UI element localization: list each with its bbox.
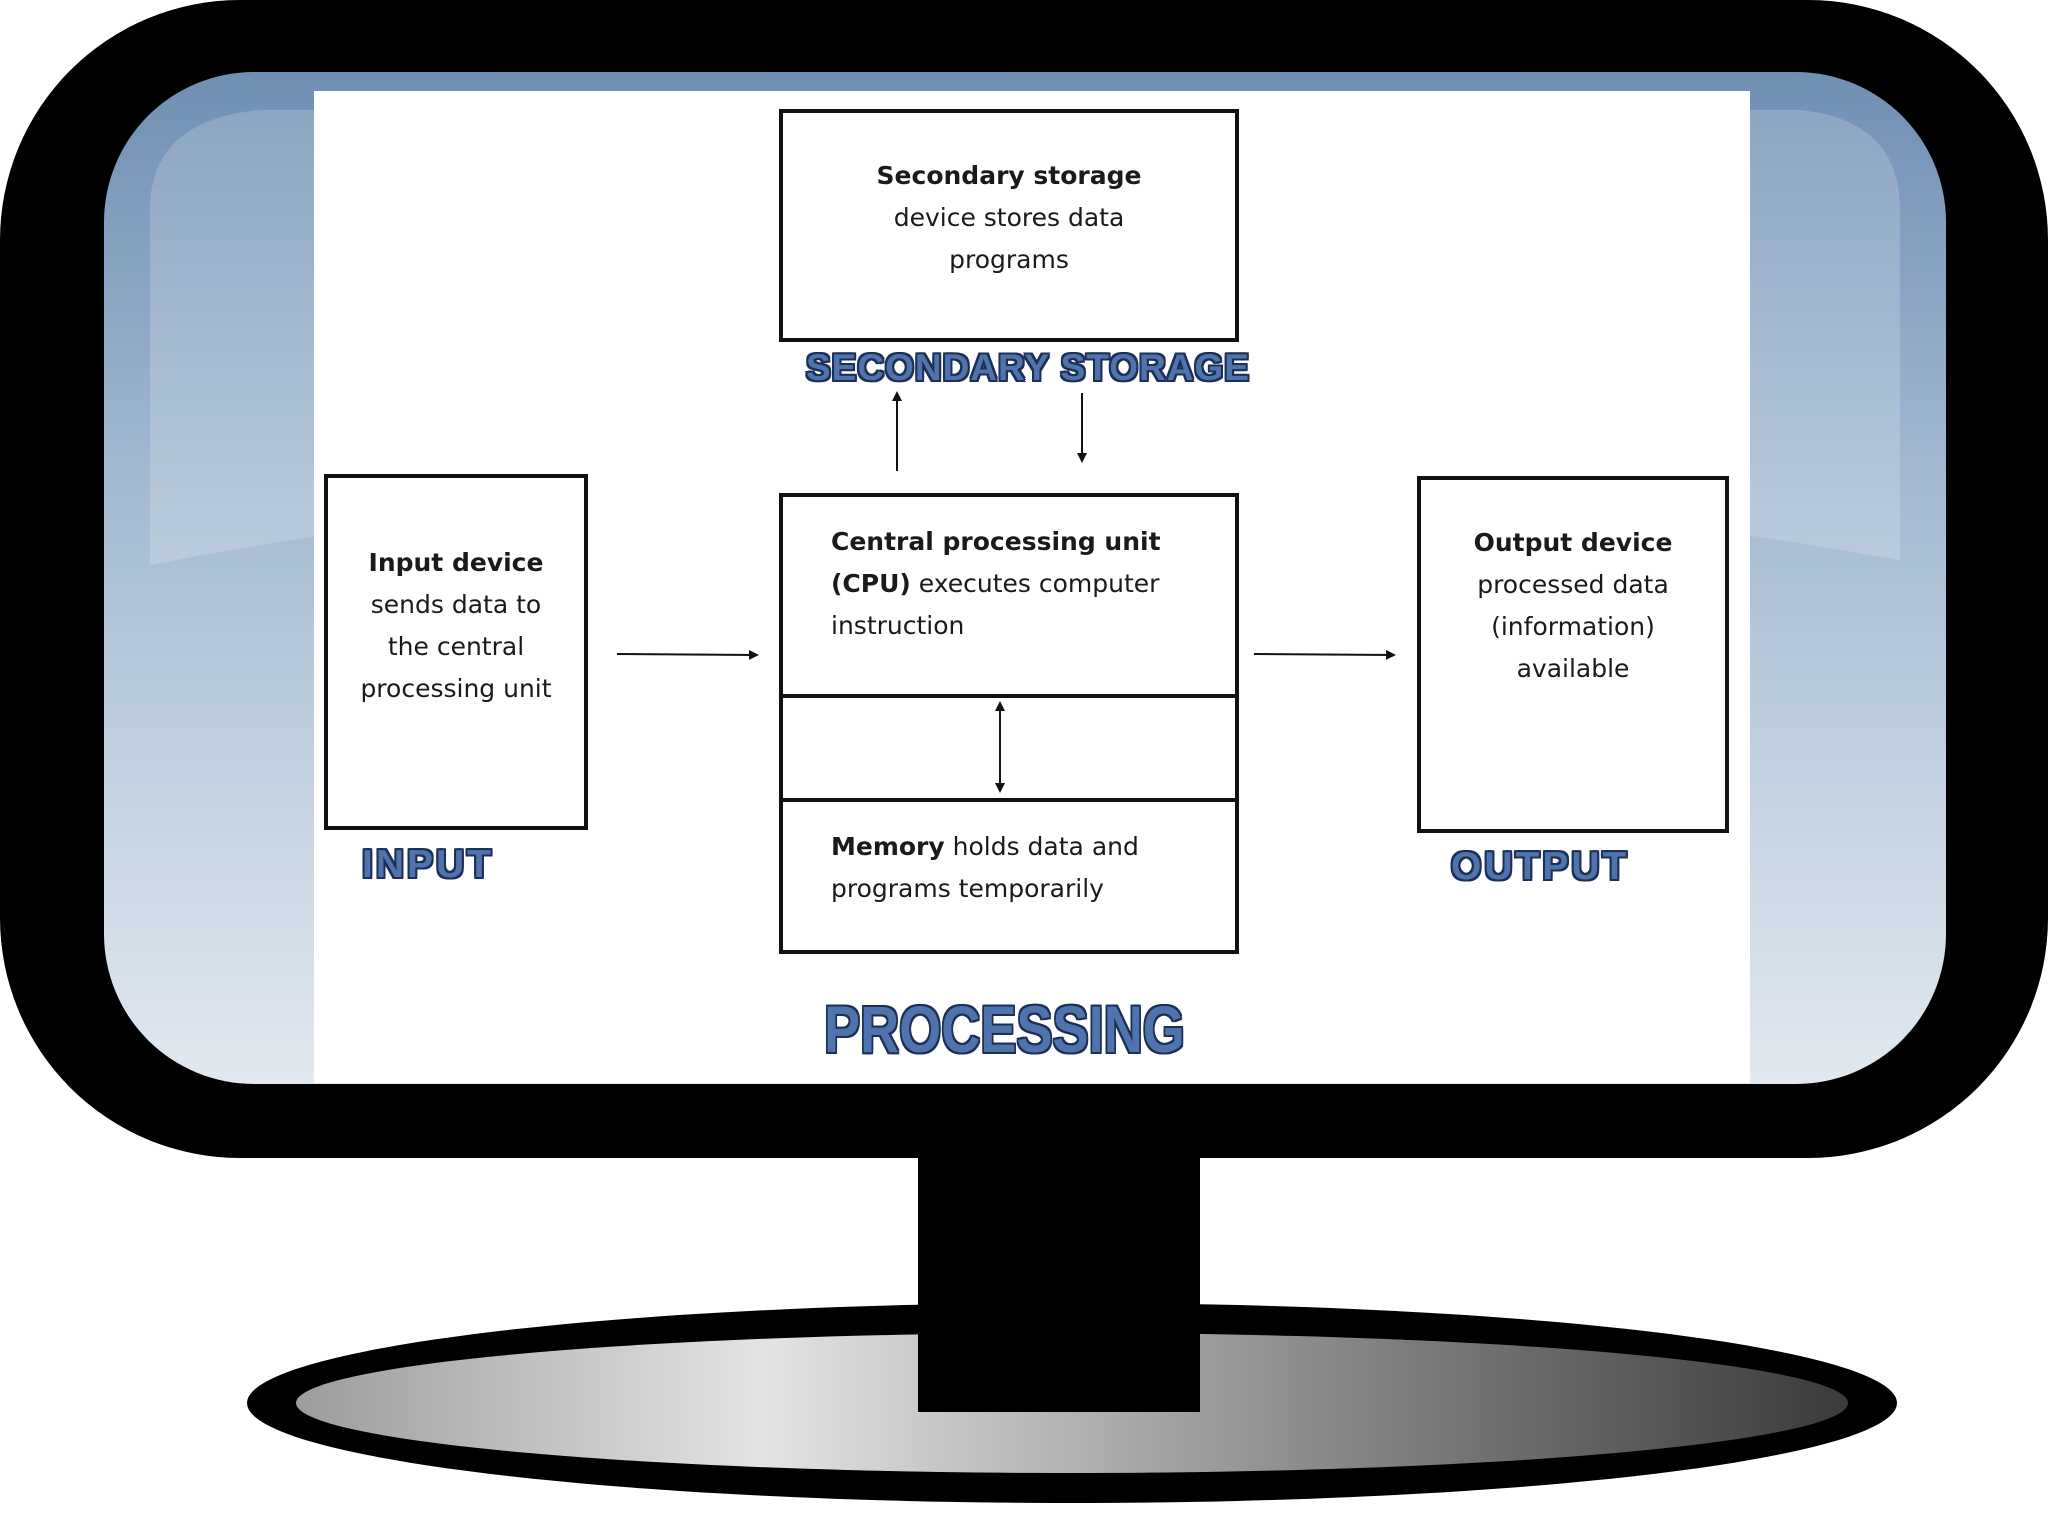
cpu-title: Central processing unit	[831, 527, 1161, 556]
output-device-line1: processed data	[1477, 570, 1669, 599]
monitor-neck	[918, 1140, 1200, 1412]
secondary-storage-label: SECONDARY STORAGE	[806, 347, 1250, 388]
input-label: INPUT	[362, 843, 494, 886]
input-device-box: Input device sends data to the central p…	[324, 474, 588, 830]
arrow-input-to-cpu	[616, 649, 759, 660]
output-device-title: Output device	[1473, 528, 1673, 557]
output-device-line3: available	[1516, 654, 1630, 683]
output-device-line2: (information)	[1491, 612, 1655, 641]
memory-line2: programs temporarily	[831, 874, 1104, 903]
cpu-line1: (CPU) executes computer	[831, 563, 1235, 605]
computer-system-diagram: Secondary storage device stores data pro…	[314, 91, 1750, 1083]
memory-box: Memory holds data and programs temporari…	[779, 798, 1239, 954]
arrow-cpu-to-output	[1253, 649, 1396, 660]
input-device-line2: the central	[387, 632, 525, 661]
memory-line1: Memory holds data and	[831, 826, 1235, 868]
memory-desc1: holds data and	[944, 832, 1139, 861]
output-device-box: Output device processed data (informatio…	[1417, 476, 1729, 833]
memory-title: Memory	[831, 832, 945, 861]
secondary-storage-line1: device stores data	[893, 203, 1125, 232]
cpu-box: Central processing unit (CPU) executes c…	[779, 493, 1239, 698]
processing-label: PROCESSING	[824, 992, 1185, 1066]
cpu-line2: instruction	[831, 611, 965, 640]
secondary-storage-box: Secondary storage device stores data pro…	[779, 109, 1239, 342]
output-label: OUTPUT	[1451, 845, 1630, 888]
secondary-storage-line2: programs	[949, 245, 1069, 274]
input-device-title: Input device	[368, 548, 544, 577]
cpu-memory-connector-box	[779, 694, 1239, 802]
cpu-desc1: executes computer	[910, 569, 1160, 598]
secondary-storage-title: Secondary storage	[876, 161, 1142, 190]
input-device-line3: processing unit	[360, 674, 552, 703]
cpu-title2: (CPU)	[831, 569, 911, 598]
input-device-line1: sends data to	[370, 590, 542, 619]
cpu-title-line: Central processing unit	[831, 521, 1235, 563]
